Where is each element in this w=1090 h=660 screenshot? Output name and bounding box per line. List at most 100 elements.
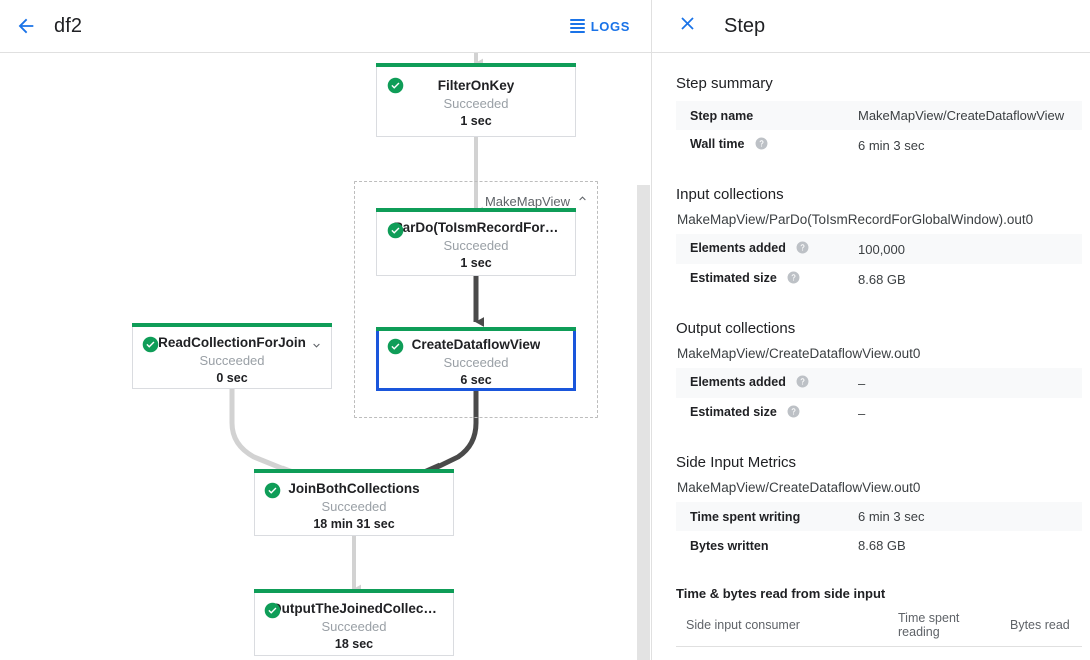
node-title: ParDo(ToIsmRecordFor… bbox=[393, 220, 559, 235]
row-key-label: Wall time bbox=[690, 137, 745, 151]
check-circle-icon bbox=[264, 602, 281, 619]
check-circle-icon bbox=[387, 77, 404, 94]
back-button[interactable] bbox=[6, 6, 46, 46]
column-header-time: Time spent reading bbox=[888, 605, 1000, 647]
edge-readcollection-to-joinboth bbox=[229, 388, 297, 477]
table-row: Elements added 100,000 bbox=[676, 234, 1082, 264]
table-header-row: Side input consumer Time spent reading B… bbox=[676, 605, 1082, 647]
table-row: Bytes written 8.68 GB bbox=[676, 531, 1082, 560]
node-title: JoinBothCollections bbox=[288, 481, 420, 496]
node-time: 0 sec bbox=[216, 371, 248, 385]
node-title: OutputTheJoinedCollec… bbox=[271, 601, 437, 616]
graph-canvas[interactable]: MakeMapView FilterOnKey bbox=[0, 53, 652, 660]
row-key: Elements added bbox=[676, 234, 844, 264]
cell-consumer: JoinBothCollections bbox=[676, 646, 888, 660]
step-panel-header: Step bbox=[652, 0, 1090, 53]
logs-button[interactable]: LOGS bbox=[569, 18, 630, 34]
side-input-metrics-table: Time spent writing 6 min 3 sec Bytes wri… bbox=[676, 502, 1082, 560]
arrow-left-icon bbox=[15, 15, 37, 37]
group-collapse-toggle[interactable]: MakeMapView bbox=[485, 192, 589, 210]
help-icon[interactable] bbox=[787, 405, 800, 421]
node-time: 1 sec bbox=[460, 114, 492, 128]
output-collections-table: Elements added – Estimated size bbox=[676, 368, 1082, 428]
group-makemapview[interactable]: MakeMapView bbox=[354, 181, 598, 418]
node-status-bar bbox=[254, 589, 454, 593]
row-value: – bbox=[858, 375, 866, 391]
row-value: 8.68 GB bbox=[858, 271, 906, 287]
step-summary-heading: Step summary bbox=[676, 75, 773, 92]
step-panel-title: Step bbox=[724, 14, 766, 37]
row-key: Estimated size bbox=[676, 264, 844, 294]
row-value: 100,000 bbox=[858, 241, 905, 257]
row-value: MakeMapView/CreateDataflowView bbox=[858, 108, 1065, 123]
help-icon[interactable] bbox=[796, 375, 809, 391]
node-time: 18 min 31 sec bbox=[313, 517, 395, 531]
input-collections-heading: Input collections bbox=[676, 186, 784, 203]
check-circle-icon bbox=[387, 222, 404, 239]
page-title: df2 bbox=[54, 14, 83, 37]
table-row: JoinBothCollections 10 min 3 sec 10.14 G… bbox=[676, 646, 1082, 660]
column-header-bytes: Bytes read bbox=[1000, 605, 1082, 647]
help-icon[interactable] bbox=[796, 241, 809, 257]
row-key-label: Estimated size bbox=[690, 405, 777, 419]
cell-bytes: 10.14 GB bbox=[1000, 646, 1082, 660]
column-header-consumer: Side input consumer bbox=[676, 605, 888, 647]
job-header-bar: df2 LOGS bbox=[0, 0, 652, 53]
node-status-bar bbox=[376, 327, 576, 331]
logs-lines-icon bbox=[569, 19, 585, 33]
graph-node-readcollectionforjoin[interactable]: ReadCollectionForJoin Succeeded 0 sec bbox=[132, 323, 332, 389]
graph-node-pardo-toismrecordfor[interactable]: ParDo(ToIsmRecordFor… Succeeded 1 sec bbox=[376, 208, 576, 276]
graph-node-joinbothcollections[interactable]: JoinBothCollections Succeeded 18 min 31 … bbox=[254, 469, 454, 536]
node-status: Succeeded bbox=[199, 353, 265, 368]
row-value: 6 min 3 sec bbox=[858, 137, 925, 153]
graph-node-createdataflowview[interactable]: CreateDataflowView Succeeded 6 sec bbox=[376, 327, 576, 391]
node-status-bar bbox=[132, 323, 332, 327]
node-status-bar bbox=[254, 469, 454, 473]
table-row: Estimated size – bbox=[676, 398, 1082, 428]
help-icon[interactable] bbox=[755, 137, 768, 153]
group-label: MakeMapView bbox=[484, 193, 570, 209]
edge-createdataflowview-to-joinboth bbox=[423, 390, 479, 476]
row-value: 6 min 3 sec bbox=[858, 509, 925, 524]
check-circle-icon bbox=[264, 482, 281, 499]
node-status: Succeeded bbox=[443, 238, 509, 253]
row-value: – bbox=[858, 405, 866, 421]
pane-divider bbox=[651, 0, 652, 660]
step-details-pane: Step Step summary Step name MakeMapView/… bbox=[652, 0, 1090, 660]
row-value: 8.68 GB bbox=[858, 538, 906, 553]
node-time: 1 sec bbox=[460, 256, 492, 270]
row-key-label: Elements added bbox=[690, 241, 786, 255]
row-key: Wall time bbox=[676, 130, 844, 160]
check-circle-icon bbox=[387, 338, 404, 355]
chevron-up-icon bbox=[576, 192, 589, 210]
node-status: Succeeded bbox=[443, 355, 509, 370]
node-status: Succeeded bbox=[321, 619, 387, 634]
table-row: Elements added – bbox=[676, 368, 1082, 398]
graph-node-outputthejoinedcollec[interactable]: OutputTheJoinedCollec… Succeeded 18 sec bbox=[254, 589, 454, 656]
row-key: Step name bbox=[676, 101, 844, 130]
node-time: 18 sec bbox=[334, 637, 374, 651]
chevron-down-icon[interactable] bbox=[310, 339, 323, 357]
table-row: Estimated size 8.68 GB bbox=[676, 264, 1082, 294]
close-button[interactable] bbox=[670, 9, 704, 43]
job-graph-pane: df2 LOGS bbox=[0, 0, 652, 660]
side-input-collection-name: MakeMapView/CreateDataflowView.out0 bbox=[677, 480, 921, 495]
row-key: Bytes written bbox=[690, 538, 769, 553]
output-collections-heading: Output collections bbox=[676, 320, 796, 337]
help-icon[interactable] bbox=[787, 271, 800, 287]
table-row: Wall time 6 min 3 sec bbox=[676, 130, 1082, 160]
step-panel-body: Step summary Step name MakeMapView/Creat… bbox=[652, 53, 1090, 660]
graph-node-filteronkey[interactable]: FilterOnKey Succeeded 1 sec bbox=[376, 63, 576, 137]
close-icon bbox=[677, 13, 698, 39]
node-status: Succeeded bbox=[443, 96, 509, 111]
row-key: Elements added bbox=[676, 368, 844, 398]
node-time: 6 sec bbox=[460, 373, 492, 387]
row-key: Time spent writing bbox=[690, 509, 801, 524]
step-summary-table: Step name MakeMapView/CreateDataflowView… bbox=[676, 101, 1082, 160]
side-input-read-table: Side input consumer Time spent reading B… bbox=[676, 605, 1082, 660]
graph-scrollbar-thumb[interactable] bbox=[637, 185, 650, 660]
side-input-metrics-heading: Side Input Metrics bbox=[676, 454, 797, 471]
logs-button-label: LOGS bbox=[590, 18, 630, 34]
node-status-bar bbox=[376, 63, 576, 67]
